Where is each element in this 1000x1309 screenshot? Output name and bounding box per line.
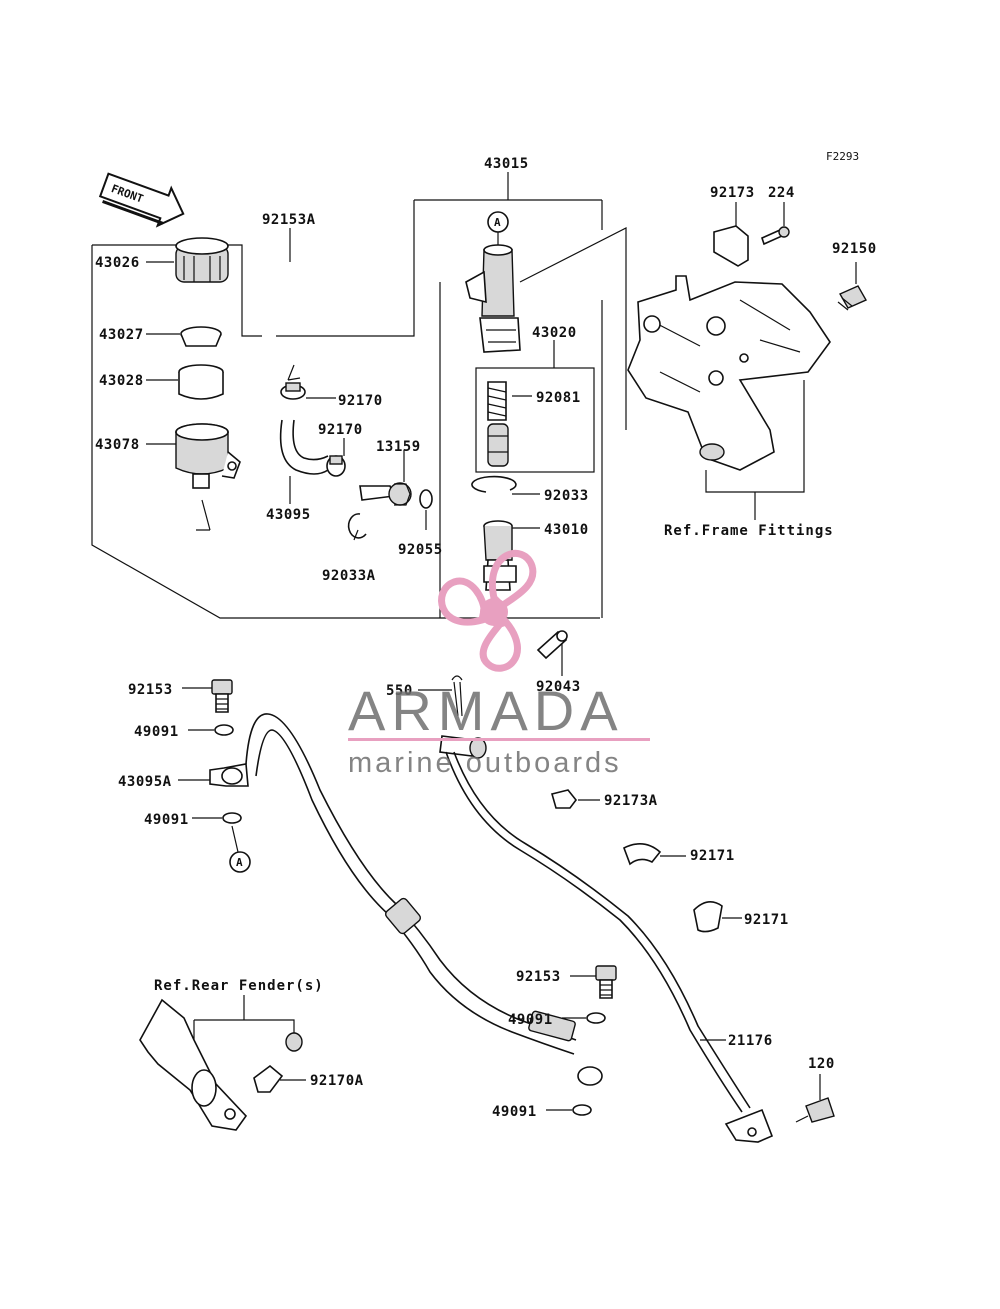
clip-92171-lower <box>693 901 723 933</box>
label-49091-d: 49091 <box>492 1104 537 1120</box>
label-21176: 21176 <box>728 1033 773 1049</box>
watermark-rule <box>348 738 650 741</box>
leader-a-lower <box>231 825 239 853</box>
label-49091-c: 49091 <box>508 1012 553 1028</box>
label-92033: 92033 <box>544 488 589 504</box>
banjo-bolt-92153-upper <box>211 679 233 713</box>
label-43026: 43026 <box>95 255 140 271</box>
label-49091-b: 49091 <box>144 812 189 828</box>
pin-92043 <box>536 630 568 660</box>
label-92153-lower: 92153 <box>516 969 561 985</box>
washer-49091-d <box>572 1104 592 1116</box>
label-43095A: 43095A <box>118 774 172 790</box>
switch-connector <box>724 1108 774 1143</box>
cover-92173 <box>713 225 749 267</box>
o-ring-92055 <box>419 489 433 509</box>
label-49091-a: 49091 <box>134 724 179 740</box>
master-cylinder-43015-body: A <box>465 211 521 353</box>
label-92043: 92043 <box>536 679 581 695</box>
label-92055: 92055 <box>398 542 443 558</box>
label-550: 550 <box>386 683 413 699</box>
label-92170-lower: 92170 <box>318 422 363 438</box>
leader-lines <box>146 202 857 1111</box>
propeller-logo-icon <box>438 549 537 672</box>
label-43015: 43015 <box>484 156 529 172</box>
label-92173A: 92173A <box>604 793 658 809</box>
diaphragm-43028 <box>178 364 224 400</box>
banjo-bolt-92153-lower <box>595 965 617 999</box>
circlip-92033 <box>471 475 517 493</box>
clamp-92170A <box>253 1064 284 1093</box>
reservoir-43078 <box>175 423 241 489</box>
hose-grommet <box>384 897 422 935</box>
circlip-92033A <box>347 513 367 539</box>
armada-watermark: ARMADA marine outboards <box>348 549 650 779</box>
label-43078: 43078 <box>95 437 140 453</box>
front-direction-arrow: FRONT <box>98 172 185 228</box>
label-43010: 43010 <box>544 522 589 538</box>
rear-fender-bracket <box>139 998 248 1131</box>
washer-49091-b <box>222 812 242 824</box>
part-number-labels: 43015 43026 43027 43028 43078 92153A 921… <box>95 156 877 1120</box>
clip-92171-upper <box>622 843 662 866</box>
washer-49091-a <box>214 724 234 736</box>
label-224: 224 <box>768 185 795 201</box>
label-43028: 43028 <box>99 373 144 389</box>
cotter-pin-550 <box>451 675 463 717</box>
clamp-92170-lower <box>326 455 346 477</box>
label-13159: 13159 <box>376 439 421 455</box>
piston-assembly-43020 <box>487 381 509 467</box>
label-92150: 92150 <box>832 241 877 257</box>
assembly-outlines <box>91 172 805 1045</box>
label-92171-upper: 92171 <box>690 848 735 864</box>
label-92153A: 92153A <box>262 212 316 228</box>
watermark-brand: ARMADA <box>348 679 624 742</box>
ref-frame-fittings: Ref.Frame Fittings <box>664 523 834 539</box>
hose-end-fitting <box>528 1010 603 1086</box>
circle-marker-a-top: A <box>494 216 501 229</box>
switch-wire-21176 <box>445 751 751 1113</box>
grommet-rear-fender <box>285 1032 303 1052</box>
label-92173: 92173 <box>710 185 755 201</box>
label-92170-upper: 92170 <box>338 393 383 409</box>
clamp-92173A <box>551 789 578 809</box>
circle-marker-a-lower: A <box>229 851 251 873</box>
bolt-92150 <box>837 285 867 311</box>
diaphragm-plate-43027 <box>180 326 222 347</box>
watermark-tagline: marine outboards <box>348 747 622 779</box>
label-92081: 92081 <box>536 390 581 406</box>
label-43095: 43095 <box>266 507 311 523</box>
reservoir-hose-43095 <box>279 419 329 475</box>
washer-49091-c <box>586 1012 606 1024</box>
ref-rear-fender: Ref.Rear Fender(s) <box>154 978 324 994</box>
label-92170A: 92170A <box>310 1073 364 1089</box>
reservoir-cap-43026 <box>175 237 229 283</box>
fitting-13159 <box>359 482 412 506</box>
pedal-bracket-frame-fittings <box>627 275 831 471</box>
screw-224 <box>761 226 790 246</box>
bolt-120 <box>795 1097 835 1123</box>
circle-marker-a-lower-text: A <box>236 856 243 869</box>
label-92153-upper: 92153 <box>128 682 173 698</box>
clamp-92170-upper <box>280 382 306 400</box>
banjo-fitting-43095A <box>209 763 249 787</box>
label-92171-lower: 92171 <box>744 912 789 928</box>
label-43020: 43020 <box>532 325 577 341</box>
figure-code: F2293 <box>826 150 859 163</box>
label-43027: 43027 <box>99 327 144 343</box>
label-120: 120 <box>808 1056 835 1072</box>
label-92033A: 92033A <box>322 568 376 584</box>
